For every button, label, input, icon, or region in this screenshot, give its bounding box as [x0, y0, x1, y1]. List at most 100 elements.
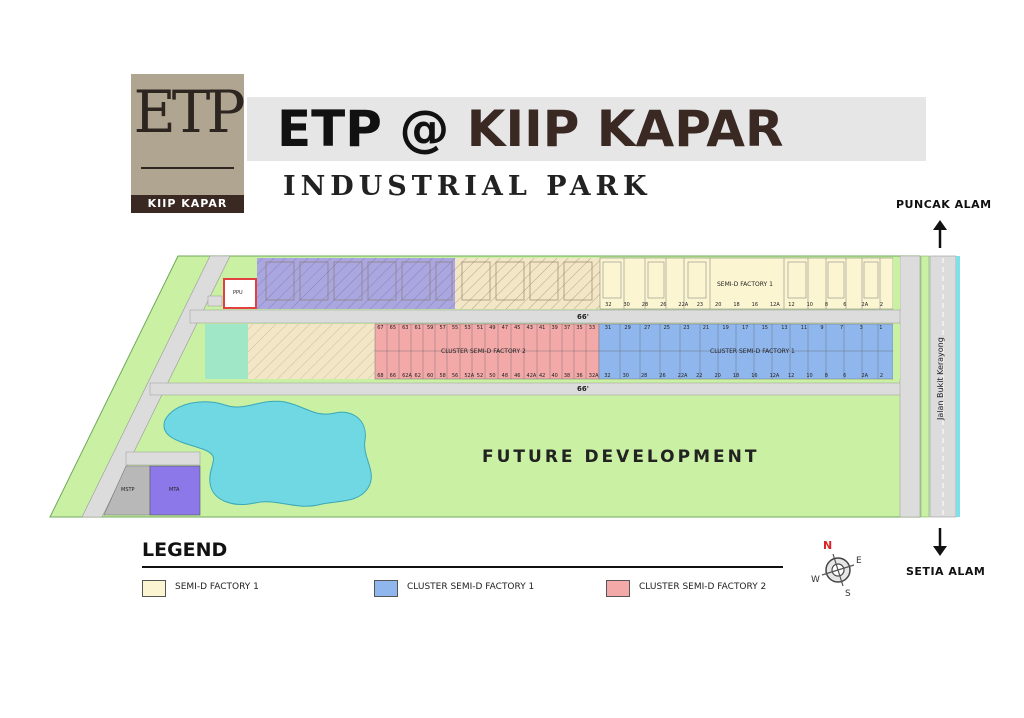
zone-cluster-semi-d-2: [374, 323, 600, 380]
lot-number: 55: [451, 325, 459, 331]
lot-number: 3: [859, 325, 863, 331]
lot-number: 38: [563, 373, 571, 379]
ppu-building: [223, 278, 257, 309]
legend-rule: [142, 566, 783, 568]
ppu-label: PPU: [233, 290, 243, 296]
lot-number: 52: [476, 373, 484, 379]
lot-number: 62A: [402, 373, 412, 379]
lot-number: 30: [623, 302, 630, 308]
lot-number: 16: [751, 302, 759, 308]
lot-number: 25: [663, 325, 670, 331]
lot-number: 56: [451, 373, 459, 379]
lot-number: 9: [820, 325, 824, 331]
lot-number: 59: [427, 325, 434, 331]
lot-number: 68: [377, 373, 384, 379]
lot-number: 22A: [677, 373, 688, 379]
lot-number: 2: [879, 373, 883, 379]
lot-number: 61: [414, 325, 421, 331]
south-arrow: [933, 528, 947, 556]
mta-label: MTA: [169, 487, 180, 493]
future-development-label: FUTURE DEVELOPMENT: [482, 447, 760, 467]
legend-swatch: [606, 580, 630, 597]
south-destination: SETIA ALAM: [906, 565, 986, 578]
lot-number: 32: [605, 302, 612, 308]
lot-number: 28: [641, 302, 649, 308]
lot-number: 40: [551, 373, 558, 379]
lot-number: 42A: [526, 373, 537, 379]
lot-number: 10: [806, 302, 813, 308]
lot-number: 27: [644, 325, 651, 331]
lot-number: 67: [377, 325, 384, 331]
lot-number: 50: [489, 373, 496, 379]
north-arrow: [933, 220, 947, 248]
road-verge: [956, 256, 960, 517]
lot-number: 36: [576, 373, 583, 379]
lot-number: 62: [414, 373, 421, 379]
legend-swatch: [374, 580, 398, 597]
lot-number: 8: [824, 302, 829, 308]
zone-label-semi-d-1: SEMI-D FACTORY 1: [717, 281, 773, 288]
lot-number: 32A: [588, 373, 599, 379]
lot-number: 20: [715, 302, 722, 308]
lot-number: 16: [751, 373, 758, 379]
lot-number: 41: [539, 325, 546, 331]
legend-label: CLUSTER SEMI-D FACTORY 1: [407, 582, 535, 592]
lot-number: 32: [604, 373, 611, 379]
legend-item-cluster-2: CLUSTER SEMI-D FACTORY 2: [606, 580, 826, 597]
lot-number: 26: [659, 373, 666, 379]
lot-number: 45: [514, 325, 521, 331]
legend-item-cluster-1: CLUSTER SEMI-D FACTORY 1: [374, 580, 594, 597]
lot-number: 49: [489, 325, 496, 331]
road-upper: [189, 309, 921, 324]
logo-subtitle: KIIP KAPAR: [131, 195, 244, 213]
lot-number: 20: [714, 373, 721, 379]
logo-rule: [141, 167, 234, 169]
lot-number: 60: [427, 373, 434, 379]
lot-number: 8: [824, 373, 828, 379]
lot-number: 22A: [678, 302, 689, 308]
legend-item-semi-d-1: SEMI-D FACTORY 1: [142, 580, 342, 597]
lot-number: 17: [742, 325, 749, 331]
lot-number: 7: [840, 325, 844, 331]
lot-number: 39: [551, 325, 558, 331]
lot-number: 2A: [861, 373, 869, 379]
lot-number: 6: [843, 302, 847, 308]
lot-number: 15: [761, 325, 768, 331]
lot-number: 37: [563, 325, 571, 331]
lot-number: 23: [696, 302, 704, 308]
lot-number: 2A: [861, 302, 869, 308]
lot-number: 29: [624, 325, 631, 331]
lot-number: 2: [879, 302, 884, 308]
lot-number: 66: [389, 373, 397, 379]
title-part-1: ETP @: [277, 100, 450, 158]
lot-number: 47: [501, 325, 509, 331]
lot-number: 65: [389, 325, 397, 331]
lot-number: 1: [879, 325, 883, 331]
lot-number: 33: [588, 325, 596, 331]
north-destination: PUNCAK ALAM: [896, 198, 992, 211]
lot-number: 26: [660, 302, 667, 308]
lot-number: 19: [722, 325, 729, 331]
lot-number: 35: [576, 325, 583, 331]
etp-logo: ETP KIIP KAPAR: [131, 74, 246, 213]
legend-label: CLUSTER SEMI-D FACTORY 2: [639, 582, 767, 592]
lot-number: 52A: [464, 373, 475, 379]
lot-number: 18: [733, 302, 740, 308]
service-road: [899, 255, 921, 518]
lot-number: 57: [439, 325, 446, 331]
compass-icon: [821, 553, 855, 587]
lot-number: 46: [514, 373, 521, 379]
zone-label-cluster-1: CLUSTER SEMI-D FACTORY 1: [710, 348, 795, 355]
lot-number: 12: [788, 302, 795, 308]
legend-swatch: [142, 580, 166, 597]
lot-number: 12: [787, 373, 795, 379]
mta-plot: [149, 465, 201, 516]
lot-number: 53: [464, 325, 471, 331]
lot-number: 48: [501, 373, 509, 379]
compass-n: N: [823, 539, 833, 552]
logo-mark: ETP: [133, 78, 245, 146]
legend-title: LEGEND: [142, 539, 228, 561]
page-subtitle: INDUSTRIAL PARK: [283, 171, 652, 202]
lot-number: 43: [526, 325, 533, 331]
title-part-2: KIIP KAPAR: [466, 100, 784, 158]
